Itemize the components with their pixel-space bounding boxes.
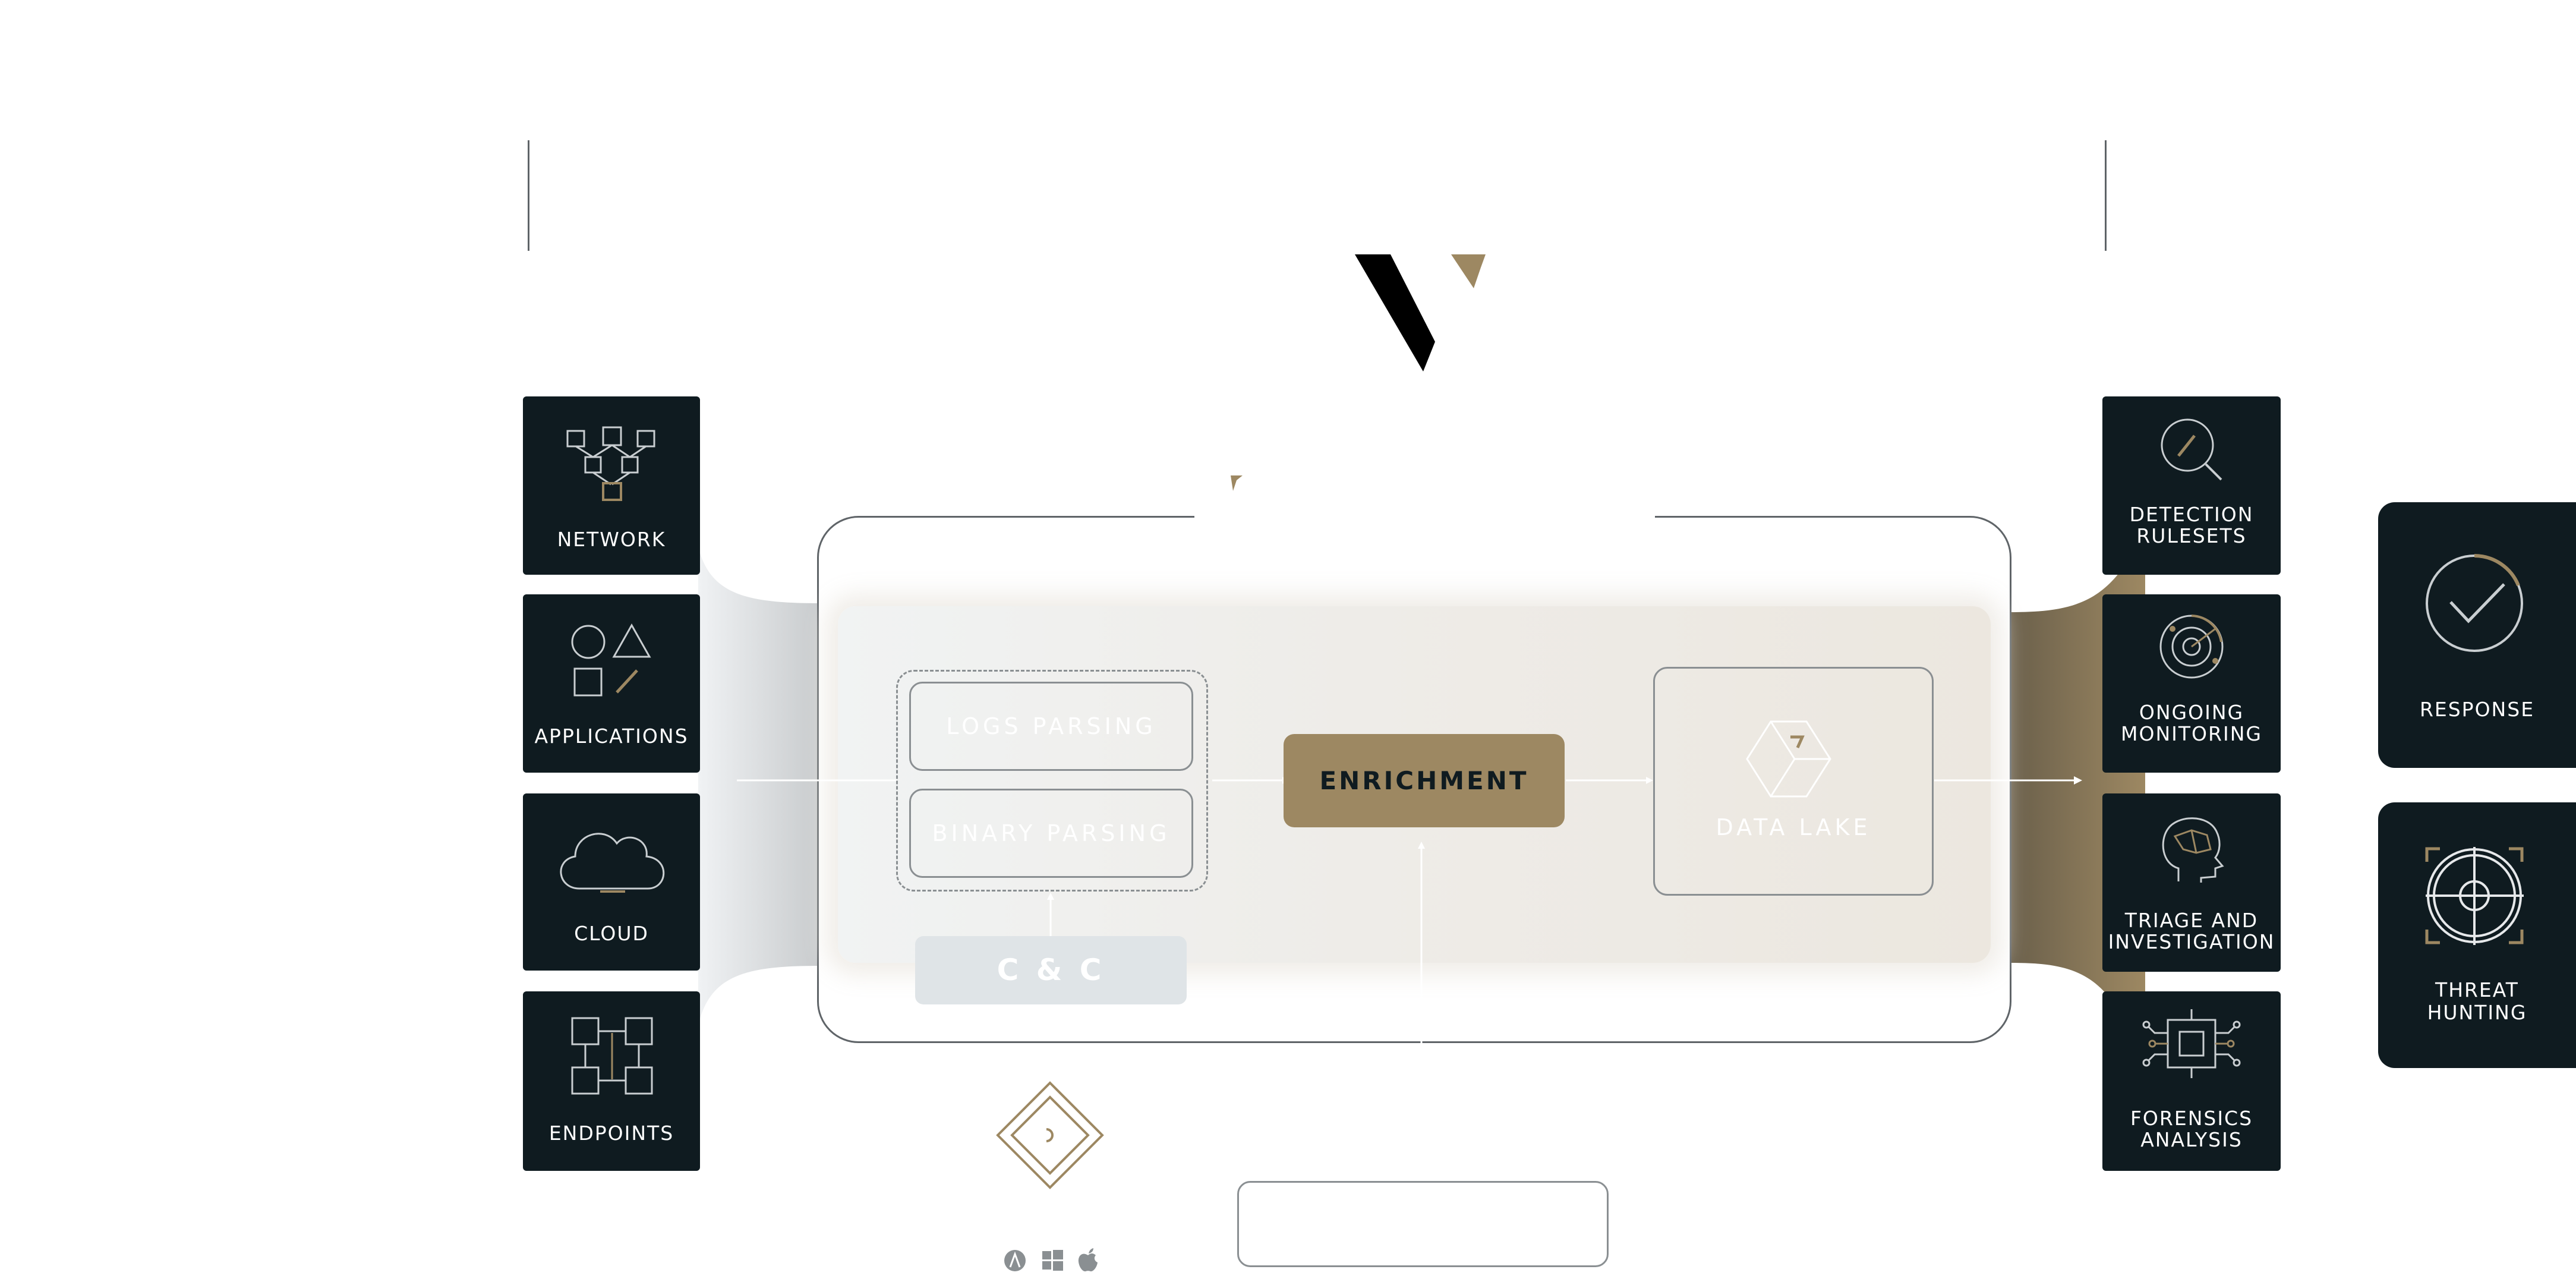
apple-icon <box>1078 1248 1098 1272</box>
frame-line-left <box>528 140 529 251</box>
check-circle-icon <box>2426 554 2523 652</box>
linux-icon <box>1004 1250 1026 1271</box>
data-lake-icon <box>1746 720 1831 798</box>
response-tile[interactable]: RESPONSE <box>2378 502 2576 768</box>
cc-label: C & C <box>997 953 1105 987</box>
monitoring-label-1: ONGOING <box>2139 701 2244 724</box>
logs-parsing-label: LOGS PARSING <box>946 713 1156 739</box>
forensics-label-2: ANALYSIS <box>2140 1128 2243 1151</box>
logo-icon <box>1355 254 1486 371</box>
forensics-tile[interactable]: FORENSICS ANALYSIS <box>2102 991 2281 1171</box>
radar-icon <box>2159 615 2224 679</box>
windows-icon <box>1042 1250 1063 1271</box>
detection-label-1: DETECTION <box>2129 503 2254 526</box>
data-lake-box[interactable] <box>1653 667 1934 896</box>
binary-parsing-label: BINARY PARSING <box>932 820 1171 846</box>
small-gold-mark-icon <box>1231 475 1243 491</box>
cc-box[interactable]: C & C <box>915 936 1187 1004</box>
left-connector <box>698 547 820 1025</box>
enrichment-label: ENRICHMENT <box>1319 766 1529 795</box>
response-label: RESPONSE <box>2419 698 2535 721</box>
endpoints-label: ENDPOINTS <box>548 1122 674 1145</box>
monitoring-label-2: MONITORING <box>2121 722 2262 745</box>
crosshair-icon <box>2425 847 2524 945</box>
triage-tile[interactable]: TRIAGE AND INVESTIGATION <box>2102 793 2281 972</box>
detection-tile[interactable]: DETECTION RULESETS <box>2102 396 2281 575</box>
agent-diamond-icon <box>996 1081 1104 1189</box>
head-icon <box>2162 817 2224 883</box>
network-label: NETWORK <box>557 528 666 551</box>
applications-label: APPLICATIONS <box>534 725 689 748</box>
applications-tile[interactable]: APPLICATIONS <box>523 594 700 773</box>
frame-line-right <box>2105 140 2107 251</box>
endpoints-tile[interactable]: ENDPOINTS <box>523 991 700 1171</box>
cloud-tile[interactable]: CLOUD <box>523 793 700 971</box>
threat-hunting-label-1: THREAT <box>2435 978 2519 1001</box>
cloud-label: CLOUD <box>574 922 649 945</box>
detection-label-2: RULESETS <box>2136 524 2247 547</box>
network-icon <box>566 426 655 501</box>
container-title-gap <box>1194 511 1655 519</box>
triage-label-1: TRIAGE AND <box>2124 909 2259 932</box>
chip-icon <box>2142 1009 2241 1078</box>
bottom-empty-box[interactable] <box>1237 1181 1609 1267</box>
threat-hunting-label-2: HUNTING <box>2427 1001 2527 1024</box>
forensics-label-1: FORENSICS <box>2130 1107 2253 1130</box>
endpoints-grid-icon <box>571 1017 653 1095</box>
threat-hunting-tile[interactable]: THREAT HUNTING <box>2378 802 2576 1068</box>
magnifier-icon <box>2161 418 2222 481</box>
network-tile[interactable]: NETWORK <box>523 396 700 575</box>
enrichment-box[interactable]: ENRICHMENT <box>1284 734 1565 827</box>
shapes-icon <box>571 623 651 697</box>
parsing-group <box>896 670 1208 892</box>
monitoring-tile[interactable]: ONGOING MONITORING <box>2102 594 2281 773</box>
logs-parsing-box[interactable]: LOGS PARSING <box>909 682 1193 771</box>
triage-label-2: INVESTIGATION <box>2108 930 2275 953</box>
data-lake-label: DATA LAKE <box>1716 814 1871 840</box>
binary-parsing-box[interactable]: BINARY PARSING <box>909 789 1193 878</box>
cloud-icon <box>560 833 665 893</box>
